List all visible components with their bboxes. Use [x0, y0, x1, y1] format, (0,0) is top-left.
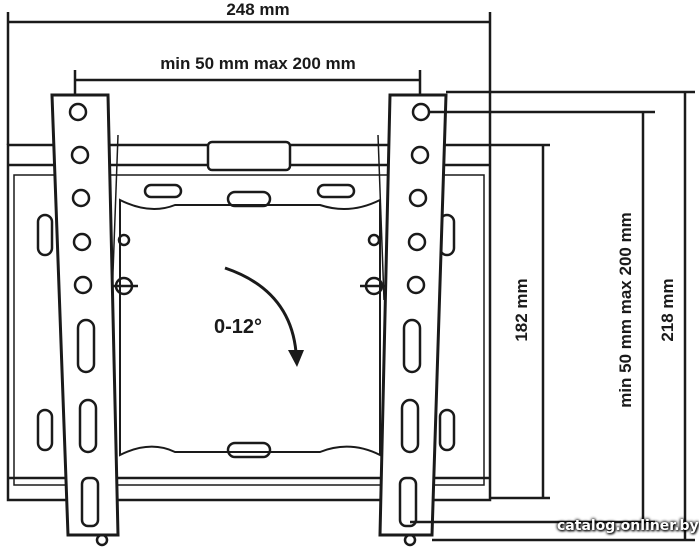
horizontal-spacing-dimension: min 50 mm max 200 mm [73, 54, 422, 96]
arrowhead-icon [288, 350, 304, 367]
width-dimension: 248 mm [6, 0, 492, 145]
overall-height-label: 218 mm [658, 278, 677, 341]
width-label: 248 mm [226, 0, 289, 19]
tilt-label: 0-12° [214, 316, 262, 338]
plate-height-label: 182 mm [512, 278, 531, 341]
right-mounting-arm [378, 93, 448, 547]
vertical-spacing-label: min 50 mm max 200 mm [616, 212, 635, 408]
left-mounting-arm [50, 93, 120, 547]
horizontal-spacing-label: min 50 mm max 200 mm [160, 54, 356, 73]
vertical-dimensions: 182 mm min 50 mm max 200 mm 218 mm [410, 90, 695, 542]
watermark: catalog.onliner.by [557, 518, 699, 534]
tilt-arrow: 0-12° [214, 266, 304, 367]
